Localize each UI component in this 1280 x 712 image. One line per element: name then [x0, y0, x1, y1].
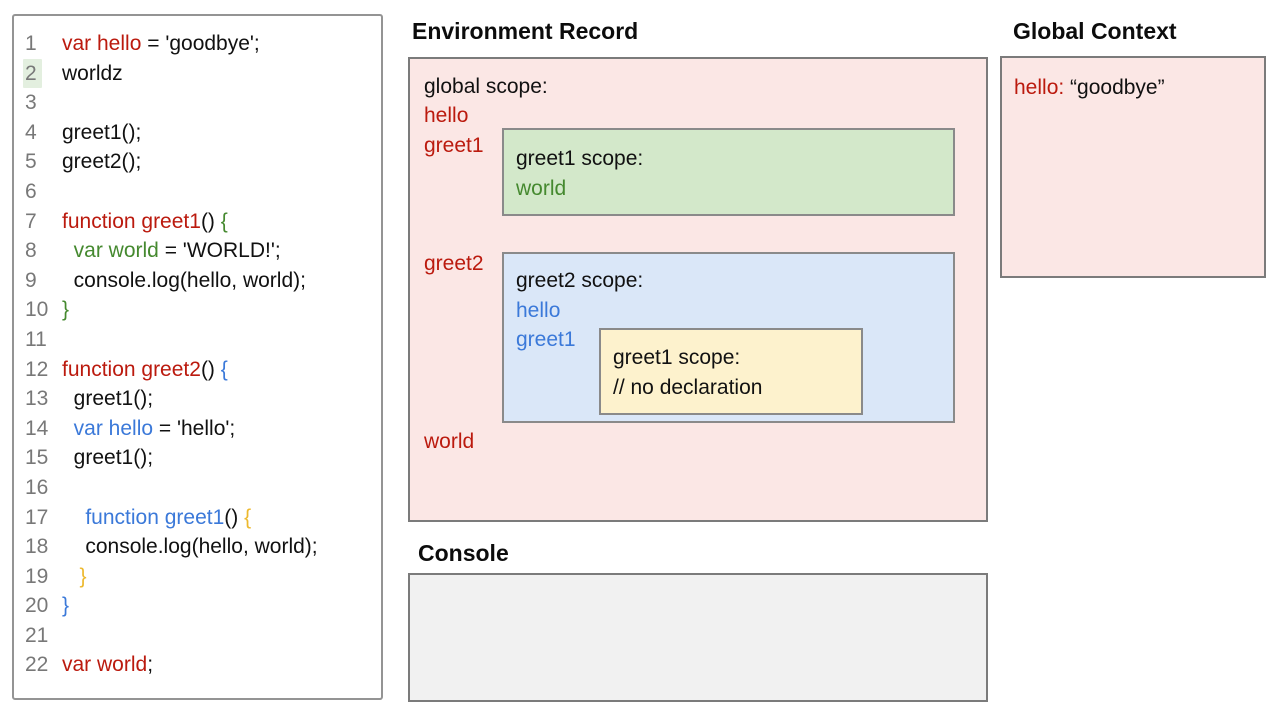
global-context-entry-key: hello: — [1014, 76, 1065, 99]
line-number: 17 — [25, 505, 49, 529]
code-line: 8 var world = 'WORLD!'; — [14, 236, 381, 266]
line-number: 21 — [25, 623, 49, 647]
line-number: 3 — [25, 91, 37, 115]
greet2-scope-label: greet2 scope: — [516, 269, 644, 292]
global-context-entry-value: “goodbye” — [1070, 76, 1165, 99]
code-line: 15 greet1(); — [14, 443, 381, 473]
code-line: 16 — [14, 473, 381, 503]
line-number: 7 — [25, 209, 37, 233]
code-text: greet2(); — [62, 150, 142, 174]
code-line: 6 — [14, 177, 381, 207]
code-text: greet1(); — [62, 120, 142, 144]
code-line: 9 console.log(hello, world); — [14, 266, 381, 296]
console-output-box — [408, 573, 988, 702]
global-scope-label: global scope: — [424, 75, 548, 98]
code-text: var world; — [62, 653, 154, 677]
line-number: 1 — [25, 32, 37, 55]
code-line: 20} — [14, 591, 381, 621]
code-text: console.log(hello, world); — [62, 268, 306, 292]
code-line: 13 greet1(); — [14, 384, 381, 414]
line-number: 9 — [25, 268, 37, 292]
code-line: 19 } — [14, 562, 381, 592]
global-var-greet2: greet2 — [424, 252, 484, 275]
greet1-scope-label: greet1 scope: — [516, 147, 644, 170]
code-line: 11 — [14, 325, 381, 355]
line-number: 15 — [25, 446, 49, 470]
environment-record-box: global scope: hello greet1 greet2 world … — [408, 57, 988, 522]
global-var-greet1: greet1 — [424, 134, 484, 157]
code-text: var world = 'WORLD!'; — [73, 239, 281, 263]
global-var-hello: hello — [424, 104, 469, 127]
line-number: 10 — [25, 298, 49, 322]
code-line: 17 function greet1() { — [14, 503, 381, 533]
code-line: 1 var hello = 'goodbye'; — [14, 29, 381, 59]
code-line: 22 var world; — [14, 650, 381, 680]
greet1-scope-var-world: world — [516, 176, 567, 200]
greet2-scope-var-hello: hello — [516, 298, 561, 322]
inner-greet1-scope-box: greet1 scope: // no declaration — [599, 328, 863, 415]
line-number: 22 — [25, 653, 49, 677]
code-line: 10} — [14, 295, 381, 325]
line-number: 19 — [25, 564, 49, 588]
line-number: 18 — [25, 535, 49, 559]
line-number: 16 — [25, 475, 49, 499]
code-text: } — [79, 564, 87, 588]
greet2-scope-box: greet2 scope: hello greet1 greet1 scope:… — [502, 252, 955, 423]
code-text: worldz — [62, 61, 123, 85]
code-text: greet1(); — [62, 446, 154, 470]
line-number: 2 — [23, 58, 62, 89]
line-number: 12 — [25, 357, 49, 381]
code-line: 21 — [14, 621, 381, 651]
line-number: 11 — [25, 327, 47, 351]
code-text: } — [62, 594, 70, 618]
global-context-entry: hello: “goodbye” — [1014, 73, 1264, 103]
code-line: 7 function greet1() { — [14, 207, 381, 237]
code-line: 3 — [14, 88, 381, 118]
line-number: 5 — [25, 150, 37, 174]
line-number: 4 — [25, 120, 37, 144]
line-number: 20 — [25, 594, 49, 618]
code-text: function greet1() { — [62, 209, 228, 233]
code-line: 12 function greet2() { — [14, 355, 381, 385]
code-line: 5 greet2(); — [14, 147, 381, 177]
code-text: greet1(); — [62, 387, 154, 411]
code-line: 18 console.log(hello, world); — [14, 532, 381, 562]
line-number: 6 — [25, 179, 37, 203]
code-line: 4 greet1(); — [14, 118, 381, 148]
greet2-scope-var-greet1: greet1 — [516, 328, 576, 352]
greet1-scope-box: greet1 scope: world — [502, 128, 955, 216]
code-line: 14 var hello = 'hello'; — [14, 414, 381, 444]
inner-greet1-scope-label: greet1 scope: — [613, 346, 741, 369]
inner-greet1-scope-comment: // no declaration — [613, 375, 763, 399]
code-text: function greet2() { — [62, 357, 228, 381]
code-text: } — [62, 298, 70, 322]
global-context-box: hello: “goodbye” — [1000, 56, 1266, 278]
line-number: 13 — [25, 387, 49, 411]
code-text: var hello = 'hello'; — [73, 416, 236, 440]
console-title: Console — [418, 540, 509, 566]
code-text: console.log(hello, world); — [62, 535, 318, 559]
line-number: 14 — [25, 416, 49, 440]
environment-record-title: Environment Record — [412, 18, 639, 44]
global-context-title: Global Context — [1013, 18, 1177, 44]
line-number: 8 — [25, 239, 37, 263]
global-var-world: world — [424, 430, 475, 453]
code-text: function greet1() { — [85, 505, 252, 529]
code-text: var hello = 'goodbye'; — [62, 32, 260, 55]
